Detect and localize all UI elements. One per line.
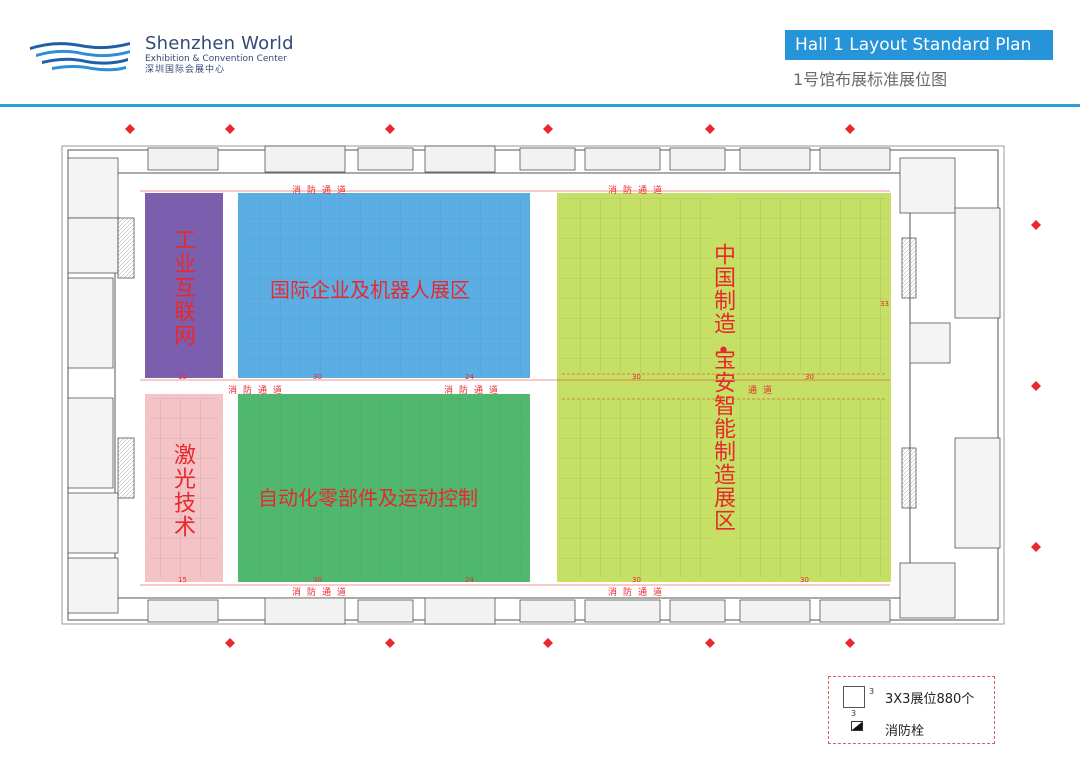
dim-24-top: 24 — [465, 373, 474, 381]
brand-subtitle: Exhibition & Convention Center — [145, 54, 287, 64]
legend: 3 3 3X3展位880个 消防栓 — [828, 676, 995, 744]
zone-label-china-manufacturing-bottom: 宝安智能制造展区 — [710, 348, 735, 532]
dim-30-bottom-c: 30 — [800, 576, 809, 584]
dim-30-top-a: 30 — [313, 373, 322, 381]
brand-chinese: 深圳国际会展中心 — [145, 65, 226, 75]
aisle-label-top-right: 消防通道 — [608, 186, 669, 196]
dim-30-top-b: 30 — [632, 373, 641, 381]
zone-label-china-manufacturing-dot: • — [717, 339, 730, 364]
dim-15-top: 15 — [178, 373, 187, 381]
booth-side-bottom: 3 — [851, 709, 857, 718]
zone-laser — [145, 394, 223, 582]
zone-label-automation-parts: 自动化零部件及运动控制 — [258, 486, 478, 510]
booth-side-right: 3 — [869, 687, 875, 696]
header-divider — [0, 104, 1080, 107]
zone-international-robotics — [238, 193, 530, 378]
aisle-label-mid-left: 消防通道 — [228, 386, 289, 396]
zone-industrial-internet — [145, 193, 223, 378]
header: Shenzhen World Exhibition & Convention C… — [0, 0, 1080, 104]
legend-hydrant-text: 消防栓 — [885, 724, 925, 739]
zone-label-international-robotics: 国际企业及机器人展区 — [270, 278, 470, 302]
brand-name: Shenzhen World — [145, 33, 294, 54]
dim-24-bottom: 24 — [465, 576, 474, 584]
right-service-rooms — [899, 157, 1001, 619]
zone-automation-parts — [238, 394, 530, 582]
zone-label-industrial-internet: 工业互联网 — [170, 228, 195, 348]
aisle-label-top-left: 消防通道 — [292, 186, 353, 196]
dim-30-top-c: 30 — [805, 373, 814, 381]
zone-label-china-manufacturing-top: 中国制造 — [710, 243, 735, 335]
fire-hydrant-icon — [851, 721, 863, 731]
brand-text: Shenzhen World Exhibition & Convention C… — [145, 34, 294, 76]
left-service-rooms — [67, 157, 135, 614]
bottom-service-blocks — [147, 597, 891, 625]
legend-booth-text: 3X3展位880个 — [885, 692, 975, 707]
zone-china-manufacturing — [557, 193, 891, 582]
sz-world-logo — [30, 42, 130, 72]
aisle-label-mid-right: 通道 — [748, 386, 779, 396]
zone-label-laser: 激光技术 — [170, 443, 195, 539]
dim-30-bottom-a: 30 — [313, 576, 322, 584]
booth-square-icon — [843, 686, 865, 708]
aisle-label-bottom-right: 消防通道 — [608, 588, 669, 598]
hall-floor-plan — [61, 124, 1041, 648]
top-service-blocks — [147, 145, 891, 173]
plan-title: Hall 1 Layout Standard Plan — [785, 30, 1053, 60]
aisle-label-mid-center: 消防通道 — [444, 386, 505, 396]
dim-33: 33 — [880, 300, 889, 308]
exit-markers — [125, 124, 1041, 648]
plan-subtitle: 1号馆布展标准展位图 — [793, 70, 948, 89]
aisle-label-bottom-left: 消防通道 — [292, 588, 353, 598]
dim-30-bottom-b: 30 — [632, 576, 641, 584]
dim-15-bottom: 15 — [178, 576, 187, 584]
